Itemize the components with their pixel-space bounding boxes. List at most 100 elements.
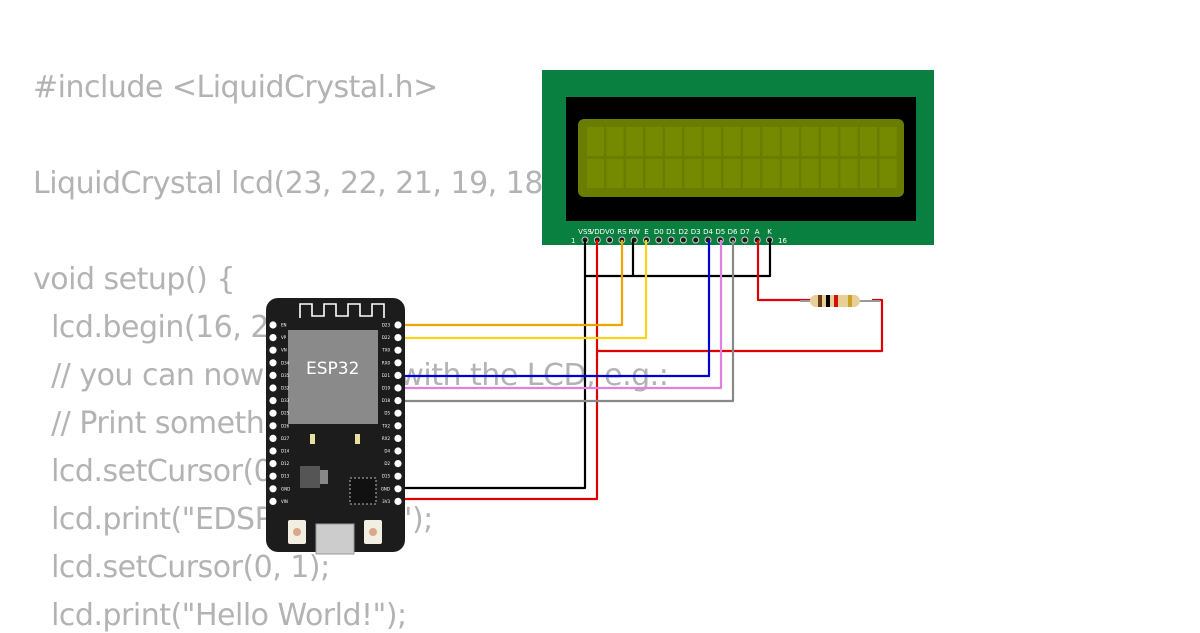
esp32-pin-label: 3V3 [382, 499, 390, 504]
esp32-pin[interactable] [394, 409, 402, 417]
esp32-pin[interactable] [269, 334, 277, 342]
code-line: #include <LiquidCrystal.h> [33, 70, 438, 105]
code-line: lcd.setCursor(0 [33, 454, 273, 489]
esp32-pin[interactable] [269, 447, 277, 455]
esp32-pin[interactable] [394, 472, 402, 480]
esp32-pin[interactable] [394, 321, 402, 329]
esp32-pin[interactable] [394, 485, 402, 493]
esp32-pin[interactable] [269, 321, 277, 329]
wire-d22-e[interactable] [399, 240, 648, 340]
lcd-cell [645, 127, 663, 156]
lcd-pin[interactable] [606, 236, 614, 244]
lcd-pin-label: V0 [605, 228, 614, 236]
lcd-pin[interactable] [741, 236, 749, 244]
esp32-pin-label: EN [281, 323, 287, 328]
lcd-cell [704, 159, 721, 188]
lcd-pin[interactable] [667, 236, 675, 244]
esp32-pin[interactable] [394, 359, 402, 367]
resistor[interactable] [800, 295, 880, 307]
lcd-cell [821, 159, 838, 188]
esp32-antenna [299, 303, 385, 318]
code-line: lcd.setCursor(0, 1); [33, 550, 330, 585]
lcd-cell [840, 159, 858, 188]
esp32-pin[interactable] [269, 460, 277, 468]
esp32-pin[interactable] [394, 460, 402, 468]
wire-gnd-vss[interactable] [399, 276, 587, 490]
lcd-cell [723, 127, 741, 156]
wire-vss-rw-bus[interactable] [583, 240, 772, 278]
esp32-pin[interactable] [394, 334, 402, 342]
lcd-cell [606, 127, 624, 156]
esp32-pin[interactable] [269, 384, 277, 392]
esp32-pin[interactable] [269, 434, 277, 442]
lcd-cell [645, 159, 663, 188]
esp32-board[interactable]: ESP32 ENVPVND34D35D32D33D25D26D27D14D12D… [266, 298, 405, 555]
esp32-pin[interactable] [269, 409, 277, 417]
esp32-pin[interactable] [269, 397, 277, 405]
esp32-pin-label: D19 [382, 386, 391, 391]
esp32-pin[interactable] [269, 472, 277, 480]
lcd-pin-label: RS [617, 228, 627, 236]
esp32-pin-label: GND [381, 486, 390, 491]
esp32-pin-label: RX0 [382, 360, 391, 365]
lcd-pin-label: A [755, 228, 760, 236]
lcd-cell [762, 159, 780, 188]
wire-d23-rs[interactable] [399, 240, 624, 327]
lcd-cell [684, 159, 702, 188]
lcd-cell [665, 159, 682, 188]
lcd-pin[interactable] [655, 236, 663, 244]
esp32-pin[interactable] [394, 397, 402, 405]
esp32-pin[interactable] [394, 434, 402, 442]
esp32-pin-label: D15 [382, 474, 391, 479]
lcd-cell [860, 159, 877, 188]
esp32-pin-label: TX0 [381, 348, 390, 353]
lcd-cell [626, 159, 643, 188]
lcd-cell [665, 127, 682, 156]
lcd-cell [587, 159, 604, 188]
lcd-cell [840, 127, 858, 156]
esp32-pin[interactable] [269, 485, 277, 493]
wire-d21-d4[interactable] [399, 240, 711, 378]
lcd-pin[interactable] [679, 236, 687, 244]
esp32-pin-label: D12 [281, 461, 290, 466]
lcd-cell [723, 159, 741, 188]
esp32-pin-label: D35 [281, 373, 290, 378]
esp32-pin-label: D27 [281, 436, 290, 441]
usb-chip [349, 477, 377, 505]
lcd-cell [704, 127, 721, 156]
esp32-pin-label: D18 [382, 398, 391, 403]
esp32-pin[interactable] [394, 497, 402, 505]
lcd-cell [821, 127, 838, 156]
esp32-pin[interactable] [394, 422, 402, 430]
esp32-pin[interactable] [269, 497, 277, 505]
lcd-cell [879, 159, 897, 188]
code-line: lcd.print("Hello World!"); [33, 598, 407, 633]
esp32-pin[interactable] [394, 371, 402, 379]
wire-backlight-anode[interactable] [756, 240, 812, 302]
code-line: void setup() { [33, 262, 235, 297]
esp32-pin-label: D5 [384, 411, 390, 416]
wire-d18-d6[interactable] [399, 240, 735, 403]
esp32-pin[interactable] [269, 422, 277, 430]
esp32-pin[interactable] [394, 447, 402, 455]
esp32-pin-label: D34 [281, 360, 290, 365]
esp32-pin[interactable] [269, 371, 277, 379]
lcd-cell [860, 127, 877, 156]
esp32-pin-label: D26 [281, 423, 290, 428]
wire-3v3-vdd[interactable] [399, 240, 599, 501]
lcd-pin[interactable] [692, 236, 700, 244]
esp32-pin[interactable] [269, 359, 277, 367]
lcd-pin-last-number: 16 [778, 237, 787, 245]
lcd-cell [782, 159, 799, 188]
wire-backlight-return[interactable] [597, 298, 884, 353]
lcd-pin-label: VDD [590, 228, 606, 236]
esp32-pin[interactable] [269, 346, 277, 354]
lcd-pin-label: VSS [578, 228, 592, 236]
esp32-pin[interactable] [394, 384, 402, 392]
esp32-pin-label: GND [281, 486, 290, 491]
esp32-pin[interactable] [394, 346, 402, 354]
wire-d19-d5[interactable] [399, 240, 723, 390]
lcd-cell [626, 127, 643, 156]
lcd-cell [879, 127, 897, 156]
